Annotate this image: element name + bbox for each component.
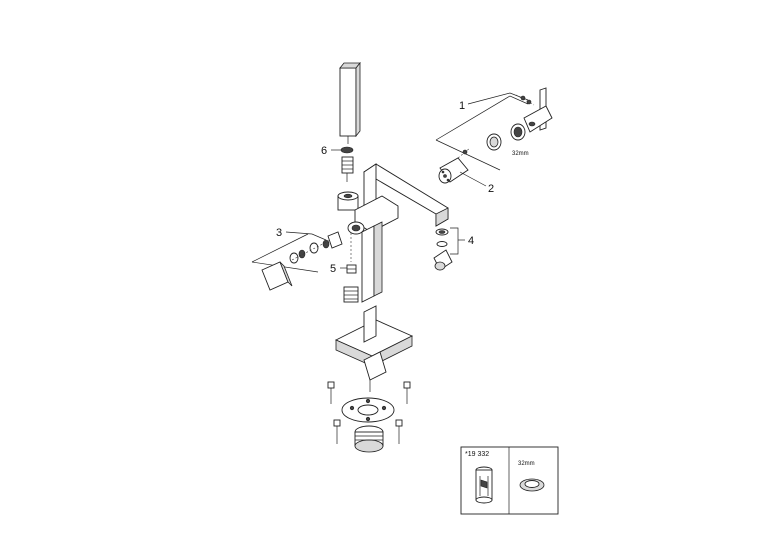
escutcheon-ring: [486, 123, 526, 151]
dimension-note: 32mm: [512, 151, 529, 157]
callout-3: 3: [251, 227, 327, 273]
accessory-box: *19 332 32mm: [460, 446, 559, 515]
shower-hose-nut: [340, 146, 354, 182]
floor-base: [334, 305, 414, 392]
diverter-fittings: [343, 233, 359, 303]
hand-shower: [339, 61, 361, 144]
hose-holder: [337, 191, 359, 211]
mounting-screws: [327, 381, 411, 444]
cartridge: [438, 147, 471, 184]
callout-2: 2: [459, 171, 494, 195]
mounting-flange: [341, 397, 395, 423]
svg-text:3: 3: [276, 227, 282, 239]
diverter-parts: [289, 231, 343, 264]
accessory-part-number: *19 332: [465, 451, 489, 458]
svg-text:2: 2: [488, 183, 494, 195]
svg-text:5: 5: [330, 263, 336, 275]
svg-text:4: 4: [468, 235, 474, 247]
diverter-knob: [261, 261, 293, 291]
accessory-tool: [475, 466, 493, 504]
accessory-seal: [519, 478, 545, 492]
svg-text:6: 6: [321, 145, 327, 157]
lever-handle: [523, 87, 553, 133]
svg-text:32mm: 32mm: [512, 151, 529, 157]
callout-5: 5: [330, 263, 347, 275]
cartridge-screws: [515, 94, 535, 106]
callout-6: 6: [321, 145, 341, 157]
callout-4: 4: [450, 227, 474, 255]
accessory-seal-label: 32mm: [518, 461, 535, 467]
mixer-body: [347, 195, 399, 303]
floor-adapter: [354, 425, 384, 453]
valve-parts: [433, 228, 453, 271]
svg-text:1: 1: [459, 100, 465, 112]
